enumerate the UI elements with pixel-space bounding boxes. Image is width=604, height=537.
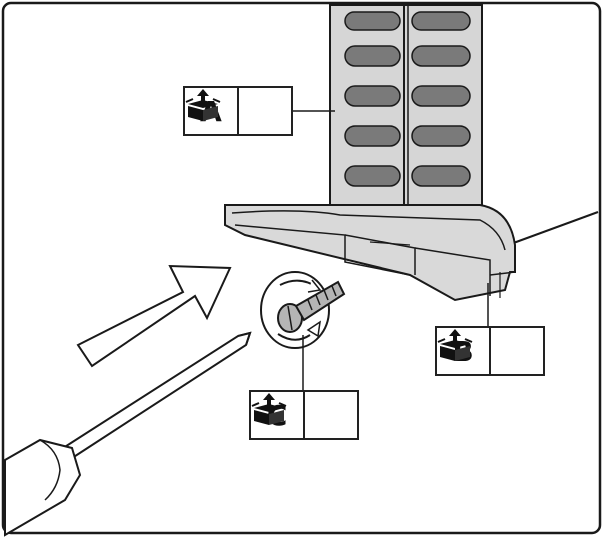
callout-b: B — [435, 326, 545, 376]
stand-foot — [224, 204, 516, 302]
unpack-box-icon — [437, 328, 543, 374]
unpack-box-icon — [251, 392, 357, 438]
appliance-edge-line — [507, 211, 599, 246]
direction-arrow — [76, 264, 232, 368]
heater-grille — [329, 4, 483, 226]
screwdriver — [4, 331, 252, 537]
callout-a: A — [183, 86, 293, 136]
callout-c: C — [249, 390, 359, 440]
unpack-box-icon — [185, 88, 291, 134]
screw — [260, 271, 346, 349]
